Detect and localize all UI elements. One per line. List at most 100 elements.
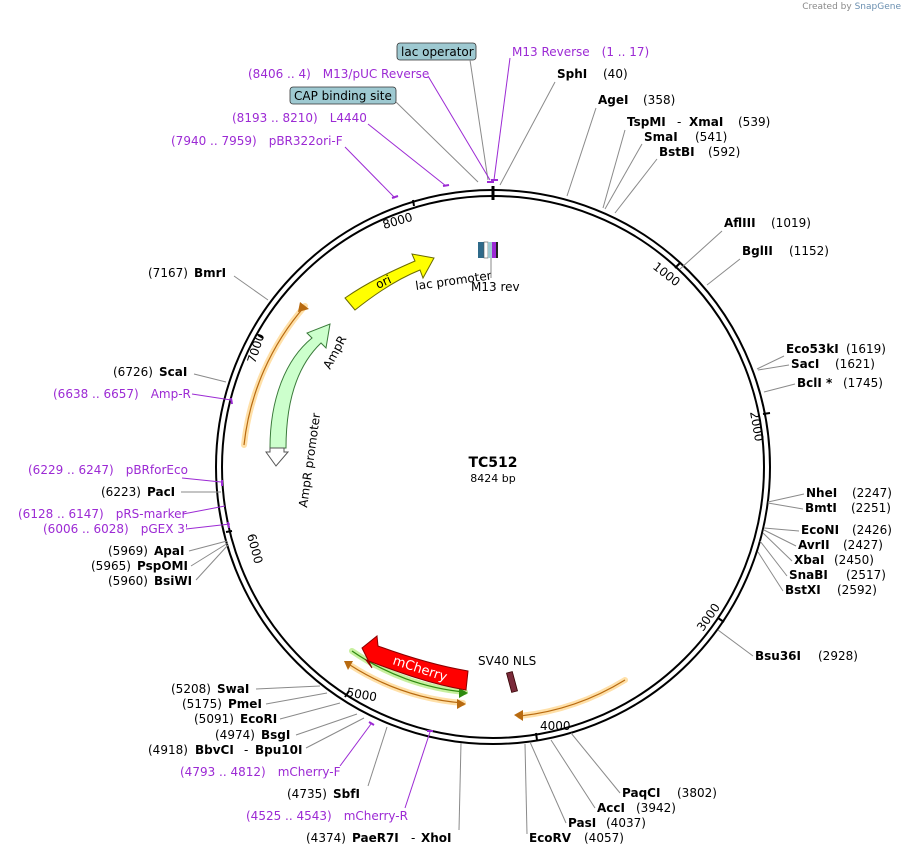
enzyme-avrii-pos: (2427) [843,538,883,552]
enzyme-bglii-name: BglII [742,244,773,258]
primer-pgex: (6006 .. 6028)pGEX 3' [43,522,188,536]
enzyme-acci-lead [550,739,596,809]
enzyme-pasi-pos: (4037) [606,816,646,830]
enzyme-acci-pos: (3942) [636,801,676,815]
enzyme-eco53ki: Eco53kI (1619) [756,342,886,370]
enzyme-bstxi: BstXI (2592) [757,551,877,597]
primer-prs-marker: (6128 .. 6147)pRS-marker [18,507,186,521]
enzyme-swai-name: SwaI [217,682,249,696]
enzyme-ecori-pos: (5091) [194,712,234,726]
enzyme-bsiwi-name: BsiWI [154,574,192,588]
enzyme-pmei: (5175) PmeI [182,692,328,711]
enzyme-paci: (6223) PacI [101,485,221,499]
enzyme-pasi-name: PasI [568,816,596,830]
enzyme-swai-lead [255,685,321,690]
enzyme-scai-name: ScaI [159,365,187,379]
tick-label-5000: 5000 [345,685,378,704]
enzyme-sphi-lead [499,81,556,186]
enzyme-bstxi-pos: (2592) [837,583,877,597]
enzyme-swai-pos: (5208) [171,682,211,696]
primer-amp-r-lead [191,393,232,401]
primer-pgex-mark [227,521,230,529]
primer-pgex-lead [185,523,231,530]
enzyme-xmai-name: XmaI [689,115,723,129]
enzyme-xbai-pos: (2450) [834,553,874,567]
enzyme-smai-pos: (541) [695,130,727,144]
lac-operator-box [396,42,477,61]
enzyme-eco53ki-pos: (1619) [846,342,886,356]
enzyme-ecorv: EcoRV (4057) [524,743,624,845]
primer-mcherry-f-mark [368,721,375,726]
enzyme-sbfi-pos: (4735) [287,787,327,801]
enzyme-ecori: (5091) EcoRI [194,702,341,726]
enzyme-bbvci-name: BbvCI [195,743,234,757]
primer-amp-r-name: Amp-R [151,387,191,401]
enzyme-bmti-pos: (2251) [851,501,891,515]
enzyme-pmei-lead [265,692,328,705]
enzyme-bcli-lead [763,383,796,393]
enzyme-apai-pos: (5969) [108,544,148,558]
enzyme-smai-lead [604,143,643,210]
enzyme-bmti-lead [767,502,804,510]
enzyme-bglii: BglII (1152) [706,244,829,286]
sv40-nls-label: SV40 NLS [478,654,536,668]
enzyme-apai-name: ApaI [154,544,184,558]
lac-region-glyphs [478,241,498,259]
enzyme-bstbi-lead [614,158,658,214]
enzyme-ecorv-name: EcoRV [529,831,572,845]
enzyme-avrii-lead [763,529,797,547]
cap-site-box [289,86,397,105]
cds-arc-mcherry-outer-line [349,664,464,704]
enzyme-snabi-name: SnaBI [789,568,828,582]
primer-mcherry-f-range: (4793 .. 4812) [180,765,266,779]
primer-pbrforeco: (6229 .. 6247)pBRforEco [28,463,188,477]
enzyme-pasi-lead [529,741,567,824]
lac-operator-label: lac operator [401,45,474,59]
enzyme-nhei: NheI (2247) [767,486,892,503]
enzyme-ecori-name: EcoRI [240,712,277,726]
enzyme-bstxi-lead [757,551,784,592]
cap-site-label: CAP binding site [294,89,392,103]
primer-m13-reverse-lead [493,57,511,181]
enzyme-tspmi-sep: - [677,115,681,129]
enzyme-bsu36i-lead [717,629,754,657]
enzyme-ecorv-lead [524,743,528,835]
primer-m13-puc-lead [427,75,491,181]
enzyme-bcli: BclI * (1745) [763,376,883,393]
enzyme-bsgi-lead [295,713,358,736]
enzyme-avrii: AvrII (2427) [763,529,883,552]
primer-l4440-range: (8193 .. 8210) [232,111,318,125]
enzyme-bmri-name: BmrI [194,266,226,280]
primer-mcherry-r: (4525 .. 4543)mCherry-R [246,809,408,823]
enzyme-bmti: BmtI (2251) [767,501,891,515]
tick-marks [225,199,771,741]
enzyme-bsgi-pos: (4974) [215,728,255,742]
enzyme-bsiwi-lead [195,544,229,581]
enzyme-scai-lead [193,373,227,383]
cds-arc-3500 [517,677,628,719]
enzyme-sphi: SphI (40) [499,67,628,186]
enzyme-econi: EcoNI (2426) [763,523,892,537]
enzyme-afliii-pos: (1019) [771,216,811,230]
enzyme-paci-pos: (6223) [101,485,141,499]
enzyme-tspmi-name: TspMI [627,115,666,129]
enzyme-sbfi-lead [367,726,388,787]
enzyme-eco53ki-lead [756,355,785,370]
primer-mcherry-r-range: (4525 .. 4543) [246,809,332,823]
enzyme-bsiwi-pos: (5960) [108,574,148,588]
primer-l4440: (8193 .. 8210)L4440 [232,111,367,125]
enzyme-tspmi-lead [602,129,626,209]
enzyme-scai-pos: (6726) [113,365,153,379]
ori-arrow [344,253,435,311]
tick-label-2000: 2000 [747,410,766,443]
primer-mcherry-f: (4793 .. 4812) mCherry-F [180,765,341,779]
enzyme-pspomi-lead [190,542,229,567]
cds-arc-mcherry-inner-head [459,688,468,698]
enzyme-sbfi-name: SbfI [333,787,360,801]
tick-label-8000: 8000 [381,210,414,232]
ampr-arrow [269,323,331,449]
primer-mcherry-f-name: mCherry-F [278,765,341,779]
credit: Created by SnapGene [802,2,901,12]
cds-arc-3500-line [519,679,626,717]
enzyme-econi-pos: (2426) [852,523,892,537]
